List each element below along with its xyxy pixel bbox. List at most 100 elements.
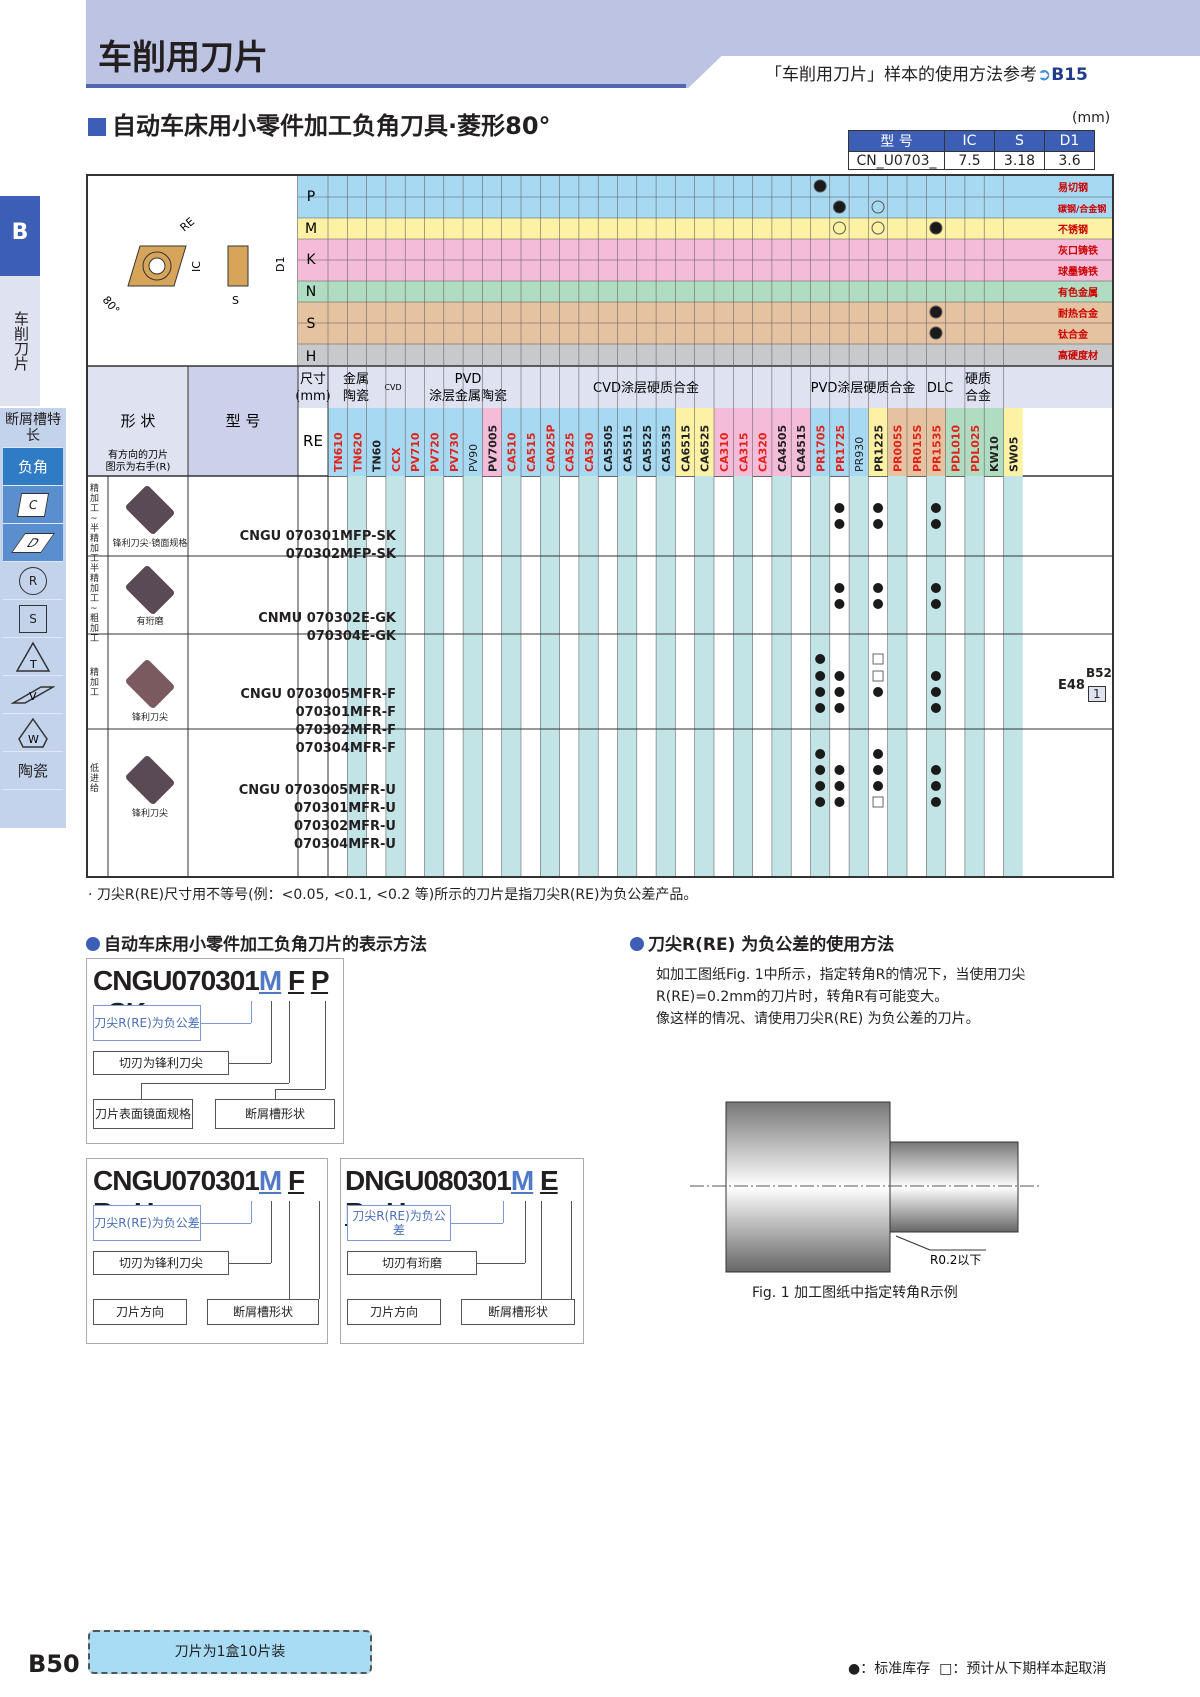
svg-text:CA5515: CA5515 — [622, 425, 635, 472]
svg-text:尺寸: 尺寸 — [300, 372, 326, 387]
svg-text:CA320: CA320 — [757, 432, 770, 472]
nav-shape-t[interactable]: T — [3, 638, 63, 676]
svg-text:SW05: SW05 — [1008, 437, 1021, 472]
svg-text:PR1535: PR1535 — [930, 425, 943, 472]
chapter-label: 车削刀片 — [0, 276, 40, 406]
insert-image — [124, 484, 176, 536]
row-caption: 有珩磨 — [136, 617, 164, 627]
label-negative-tolerance: 刀尖R(RE)为负公差 — [93, 1205, 201, 1241]
nav-shape-r[interactable]: R — [3, 562, 63, 600]
svg-text:PR1725: PR1725 — [834, 425, 847, 472]
fig1-shaft-drawing: R0.2以下 — [690, 1101, 1040, 1273]
svg-text:CA4505: CA4505 — [776, 425, 789, 472]
svg-text:硬质: 硬质 — [965, 372, 991, 387]
svg-text:CA315: CA315 — [737, 432, 750, 472]
nav-shape-w[interactable]: W — [3, 714, 63, 752]
shape-c-icon: C — [16, 492, 50, 517]
svg-text:CA4515: CA4515 — [795, 425, 808, 472]
svg-text:CVD涂层硬质合金: CVD涂层硬质合金 — [593, 380, 699, 396]
svg-text:M: M — [305, 221, 317, 237]
nav-shape-v[interactable]: V — [3, 676, 63, 714]
svg-text:有色金属: 有色金属 — [1058, 286, 1098, 299]
svg-text:CA510: CA510 — [506, 432, 519, 472]
nav-shape-c[interactable]: C — [3, 486, 63, 524]
row-process: 精加工~半精加工 — [90, 484, 100, 564]
row-process: 低进给 — [90, 764, 100, 794]
svg-text:金属: 金属 — [343, 371, 369, 387]
svg-text:CA025P: CA025P — [544, 424, 557, 472]
header-underline — [86, 84, 686, 88]
svg-text:涂层金属陶瓷: 涂层金属陶瓷 — [429, 388, 507, 404]
holder-ref[interactable]: E48 — [1058, 678, 1085, 693]
svg-text:CA6525: CA6525 — [699, 425, 712, 472]
svg-text:球墨铸铁: 球墨铸铁 — [1058, 265, 1098, 278]
nav-active-negative[interactable]: 负角 — [3, 448, 63, 486]
svg-text:PR1705: PR1705 — [815, 425, 828, 472]
svg-text:N: N — [306, 284, 316, 300]
nav-feature[interactable]: 断屑槽特长 — [3, 408, 63, 448]
label-honed-edge: 切刃有珩磨 — [347, 1251, 477, 1275]
figure-caption: Fig. 1 加工图纸中指定转角R示例 — [752, 1285, 958, 1301]
svg-text:K: K — [306, 252, 316, 268]
shape-v-icon: V — [11, 685, 55, 704]
svg-text:CA515: CA515 — [525, 432, 538, 472]
svg-text:T: T — [29, 658, 37, 671]
svg-text:TN60: TN60 — [371, 440, 384, 472]
svg-text:TN620: TN620 — [351, 432, 364, 472]
svg-text:PV730: PV730 — [448, 432, 461, 472]
label-negative-tolerance: 刀尖R(RE)为负公差 — [93, 1005, 201, 1041]
bullet-icon — [630, 937, 644, 951]
svg-text:PR005S: PR005S — [892, 425, 905, 472]
spec-header: D1 — [1044, 130, 1095, 152]
label-insert-direction: 刀片方向 — [347, 1299, 441, 1325]
svg-text:CA310: CA310 — [718, 432, 731, 472]
spec-cell: CN_U0703_ — [848, 151, 945, 170]
svg-text:型 号: 型 号 — [226, 412, 261, 430]
svg-text:(mm): (mm) — [295, 389, 330, 404]
usage-title: 刀尖R(RE) 为负公差的使用方法 — [630, 930, 894, 955]
label-mirror-surface: 刀片表面镜面规格 — [93, 1099, 193, 1129]
svg-text:高硬度材: 高硬度材 — [1058, 349, 1098, 362]
insert-image — [124, 754, 176, 806]
reference-link[interactable]: 「车削用刀片」样本的使用方法参考➲B15 — [765, 65, 1088, 85]
svg-text:形 状: 形 状 — [121, 412, 156, 430]
svg-text:KW10: KW10 — [988, 436, 1001, 472]
svg-text:CA5525: CA5525 — [641, 425, 654, 472]
shape-t-icon: T — [15, 640, 51, 672]
arrow-circle-icon: ➲ — [1037, 65, 1052, 85]
nav-ceramic[interactable]: 陶瓷 — [3, 752, 63, 790]
svg-text:碳钢/合金钢: 碳钢/合金钢 — [1058, 203, 1106, 215]
row-process: 精加工 — [90, 668, 100, 698]
insert-diagram: RE IC D1 S 80° — [100, 215, 287, 317]
spec-cell: 3.18 — [994, 151, 1045, 170]
nav-shape-d[interactable]: D — [3, 524, 63, 562]
chipbreaker-ref[interactable]: B52 — [1086, 666, 1112, 680]
insert-image — [124, 658, 176, 710]
shape-s-icon: S — [19, 604, 47, 633]
page-title: 车削用刀片 — [98, 38, 268, 78]
unit-label: (mm) — [1072, 110, 1111, 126]
square-bullet-icon — [88, 118, 106, 136]
svg-text:80°: 80° — [100, 294, 122, 317]
svg-text:D1: D1 — [274, 257, 287, 272]
spec-cell: 7.5 — [944, 151, 995, 170]
svg-text:R0.2以下: R0.2以下 — [930, 1253, 981, 1267]
bullet-icon — [86, 937, 100, 951]
svg-text:PDL025: PDL025 — [969, 425, 982, 472]
svg-text:CCX: CCX — [390, 447, 403, 472]
svg-text:P: P — [307, 189, 315, 205]
svg-text:CA5505: CA5505 — [602, 425, 615, 472]
nav-shape-s[interactable]: S — [3, 600, 63, 638]
svg-text:PR930: PR930 — [853, 437, 866, 472]
svg-text:PV7005: PV7005 — [486, 425, 499, 472]
svg-text:PR015S: PR015S — [911, 425, 924, 472]
shape-w-icon: W — [18, 717, 48, 748]
side-nav: 断屑槽特长 负角 C D R S T V W 陶瓷 — [0, 408, 66, 828]
chapter-tab[interactable]: B — [0, 196, 40, 276]
svg-text:PV710: PV710 — [409, 432, 422, 472]
row-labels: 锋利刀尖·镜面规格 有珩磨 锋利刀尖 锋利刀尖 精加工~半精加工 半精加工~粗加… — [86, 476, 396, 876]
